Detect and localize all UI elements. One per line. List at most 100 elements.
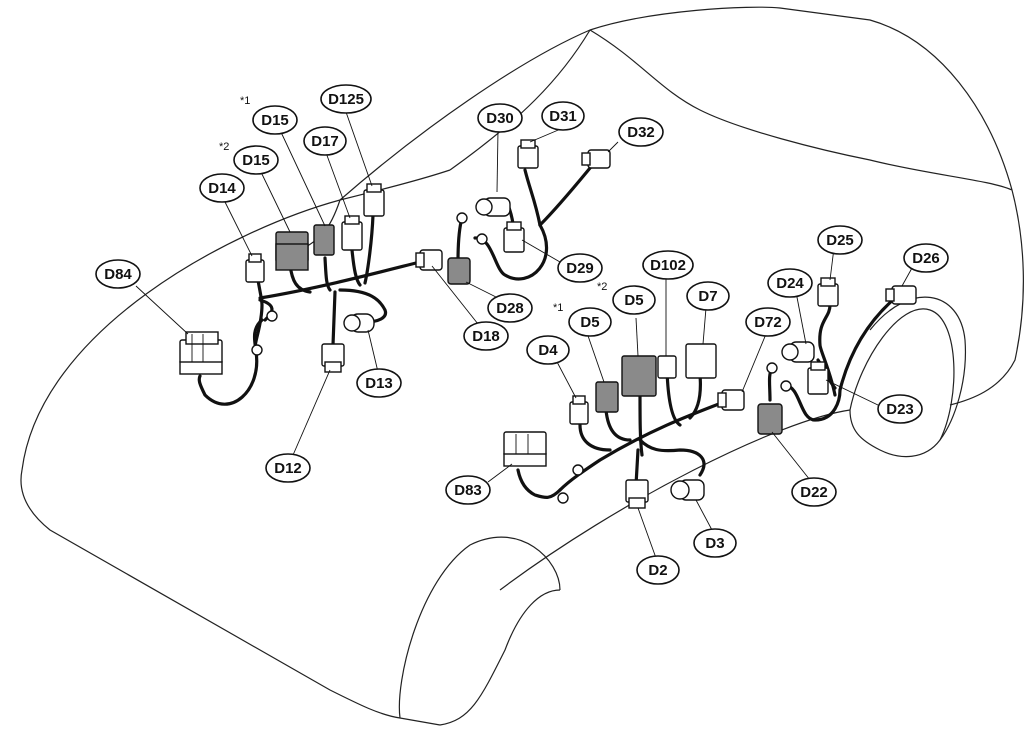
svg-text:D15: D15 [261, 112, 289, 129]
label-d32: D32 [618, 117, 664, 147]
svg-text:D125: D125 [328, 91, 364, 108]
label-d84: D84 [95, 259, 141, 289]
label-d15-1: D15 [252, 105, 298, 135]
footnote-markers: *1 *2 *1 *2 [219, 95, 607, 314]
connector-d5-small-icon [595, 381, 619, 413]
svg-text:D23: D23 [886, 401, 914, 418]
svg-text:D5: D5 [624, 292, 643, 309]
label-d3: D3 [693, 528, 737, 558]
clip-icon [251, 344, 263, 356]
label-d22: D22 [791, 477, 837, 507]
harness-clips [251, 212, 792, 504]
label-d102: D102 [642, 250, 694, 280]
connector-d102-icon [657, 355, 677, 379]
label-d26: D26 [903, 243, 949, 273]
connector-d25-icon [817, 277, 839, 307]
connector-d17-white-icon [341, 215, 363, 251]
label-d28: D28 [487, 293, 533, 323]
connector-d28-icon [447, 257, 471, 285]
connector-d32-icon [581, 149, 611, 169]
connector-d30-icon [475, 197, 511, 217]
label-d125: D125 [320, 84, 372, 114]
connector-d24-icon [781, 341, 815, 363]
label-d13: D13 [356, 368, 402, 398]
clip-icon [476, 233, 488, 245]
connector-d84-icon [179, 331, 223, 375]
leader-lines [135, 111, 913, 559]
label-d30: D30 [477, 103, 523, 133]
svg-text:D3: D3 [705, 535, 724, 552]
connector-d2-icon [625, 479, 649, 509]
svg-text:D72: D72 [754, 314, 782, 331]
svg-text:D2: D2 [648, 562, 667, 579]
svg-text:D14: D14 [208, 180, 236, 197]
clip-icon [766, 362, 778, 374]
note-d5-1: *1 [553, 302, 563, 314]
svg-text:D30: D30 [486, 110, 514, 127]
connector-d125-icon [363, 183, 385, 217]
svg-text:D84: D84 [104, 266, 132, 283]
vehicle-outline [20, 6, 1024, 726]
label-d4: D4 [526, 335, 570, 365]
clip-icon [572, 464, 584, 476]
connector-labels: D125 D15 D17 D15 D14 D84 D30 D31 D32 D29… [95, 84, 949, 585]
connector-d29-icon [503, 221, 525, 253]
connectors [179, 139, 917, 509]
connector-d17-icon [313, 224, 335, 256]
connector-d26-icon [885, 285, 917, 305]
connector-d13-icon [343, 313, 375, 333]
clip-icon [780, 380, 792, 392]
svg-text:D24: D24 [776, 275, 804, 292]
svg-text:D31: D31 [549, 108, 577, 125]
svg-text:D13: D13 [365, 375, 393, 392]
label-d15-2: D15 [233, 145, 279, 175]
clip-icon [557, 492, 569, 504]
label-d12: D12 [265, 453, 311, 483]
label-d18: D18 [463, 321, 509, 351]
svg-text:D4: D4 [538, 342, 558, 359]
connector-d5-big-icon [621, 355, 657, 397]
svg-text:D12: D12 [274, 460, 302, 477]
connector-d7-icon [685, 343, 717, 379]
connector-d15-icon [275, 231, 309, 271]
connector-d4-icon [569, 395, 589, 425]
connector-d12-icon [321, 343, 345, 373]
svg-text:D28: D28 [496, 300, 524, 317]
connector-d3-icon [670, 479, 705, 501]
svg-text:D22: D22 [800, 484, 828, 501]
svg-text:D17: D17 [311, 133, 339, 150]
svg-text:D102: D102 [650, 257, 686, 274]
clip-icon [456, 212, 468, 224]
label-d72: D72 [745, 307, 791, 337]
label-d25: D25 [817, 225, 863, 255]
connector-d83-icon [503, 431, 547, 467]
harness-wires [197, 160, 897, 499]
label-d2: D2 [636, 555, 680, 585]
label-d5-1: D5 [568, 307, 612, 337]
note-d15-2: *2 [219, 141, 229, 153]
svg-text:D83: D83 [454, 482, 482, 499]
svg-text:D25: D25 [826, 232, 854, 249]
note-d15-1: *1 [240, 95, 250, 107]
svg-text:D32: D32 [627, 124, 655, 141]
label-d7: D7 [686, 281, 730, 311]
connector-d18-icon [415, 249, 443, 271]
label-d24: D24 [767, 268, 813, 298]
label-d14: D14 [199, 173, 245, 203]
svg-text:D29: D29 [566, 260, 594, 277]
connector-d23-icon [807, 361, 829, 395]
svg-text:D7: D7 [698, 288, 717, 305]
connector-d22-icon [757, 403, 783, 435]
svg-text:D5: D5 [580, 314, 599, 331]
connector-d31-icon [517, 139, 539, 169]
svg-text:D18: D18 [472, 328, 500, 345]
label-d29: D29 [557, 253, 603, 283]
label-d23: D23 [877, 394, 923, 424]
label-d17: D17 [303, 126, 347, 156]
label-d5-2: D5 [612, 285, 656, 315]
connector-d14-icon [245, 253, 265, 283]
label-d31: D31 [541, 101, 585, 131]
clip-icon [266, 310, 278, 322]
svg-text:D26: D26 [912, 250, 940, 267]
